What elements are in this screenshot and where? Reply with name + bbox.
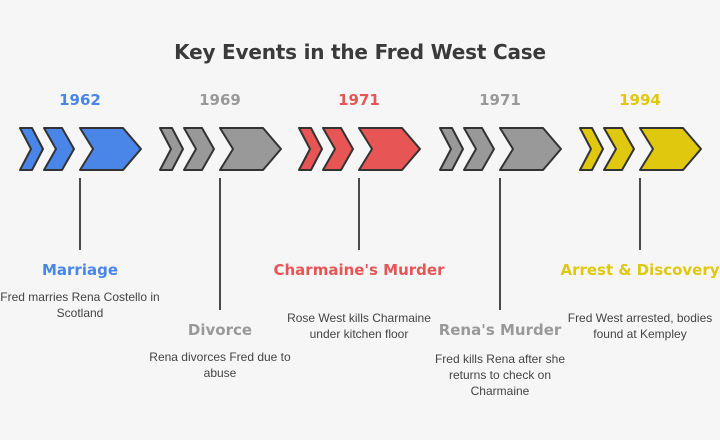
- timeline-stem: [639, 178, 641, 250]
- event-year: 1962: [59, 91, 101, 109]
- timeline-stem: [358, 178, 360, 250]
- event-description: Fred marries Rena Costello in Scotland: [0, 290, 160, 320]
- event-title: Marriage: [41, 261, 119, 279]
- chevron-small-1: [19, 127, 44, 171]
- chevron-large: [499, 127, 562, 171]
- timeline-event-1962-marriage: 1962 Marriage Fred marries Rena Costello…: [0, 0, 160, 440]
- chevron-small-2: [603, 127, 635, 171]
- event-year: 1969: [199, 91, 241, 109]
- chevron-arrow-icon: [159, 127, 282, 171]
- chevron-small-2: [322, 127, 354, 171]
- chevron-large: [79, 127, 142, 171]
- event-description: Fred West arrested, bodies found at Kemp…: [567, 311, 713, 341]
- chevron-small-2: [463, 127, 495, 171]
- chevron-arrow-icon: [579, 127, 702, 171]
- event-year: 1994: [619, 91, 661, 109]
- chevron-small-1: [579, 127, 604, 171]
- page-title: Key Events in the Fred West Case: [174, 40, 546, 64]
- chevron-small-1: [439, 127, 464, 171]
- event-title: Rena's Murder: [438, 321, 562, 339]
- timeline-event-1969-divorce: 1969 Divorce Rena divorces Fred due to a…: [149, 0, 300, 440]
- chevron-arrow-icon: [19, 127, 142, 171]
- timeline-event-1994-arrest: 1994 Arrest & Discovery Fred West arrest…: [560, 0, 720, 440]
- timeline-stem: [499, 178, 501, 310]
- timeline-event-1971-charmaine-murder: 1971 Charmaine's Murder Rose West kills …: [273, 0, 444, 440]
- event-year: 1971: [338, 91, 380, 109]
- chevron-arrow-icon: [298, 127, 421, 171]
- event-title: Arrest & Discovery: [560, 261, 720, 279]
- chevron-large: [219, 127, 282, 171]
- chevron-small-1: [298, 127, 323, 171]
- chevron-large: [639, 127, 702, 171]
- timeline-event-1971-rena-murder: 1971 Rena's Murder Fred kills Rena after…: [435, 0, 580, 440]
- chevron-arrow-icon: [439, 127, 562, 171]
- timeline-stem: [219, 178, 221, 310]
- event-title: Divorce: [187, 321, 253, 339]
- event-title: Charmaine's Murder: [273, 261, 445, 279]
- chevron-small-2: [43, 127, 75, 171]
- chevron-small-1: [159, 127, 184, 171]
- chevron-small-2: [183, 127, 215, 171]
- event-description: Rena divorces Fred due to abuse: [149, 350, 291, 380]
- timeline-stem: [79, 178, 81, 250]
- event-description: Fred kills Rena after she returns to che…: [434, 352, 566, 398]
- event-description: Rose West kills Charmaine under kitchen …: [287, 311, 431, 341]
- event-year: 1971: [479, 91, 521, 109]
- chevron-large: [358, 127, 421, 171]
